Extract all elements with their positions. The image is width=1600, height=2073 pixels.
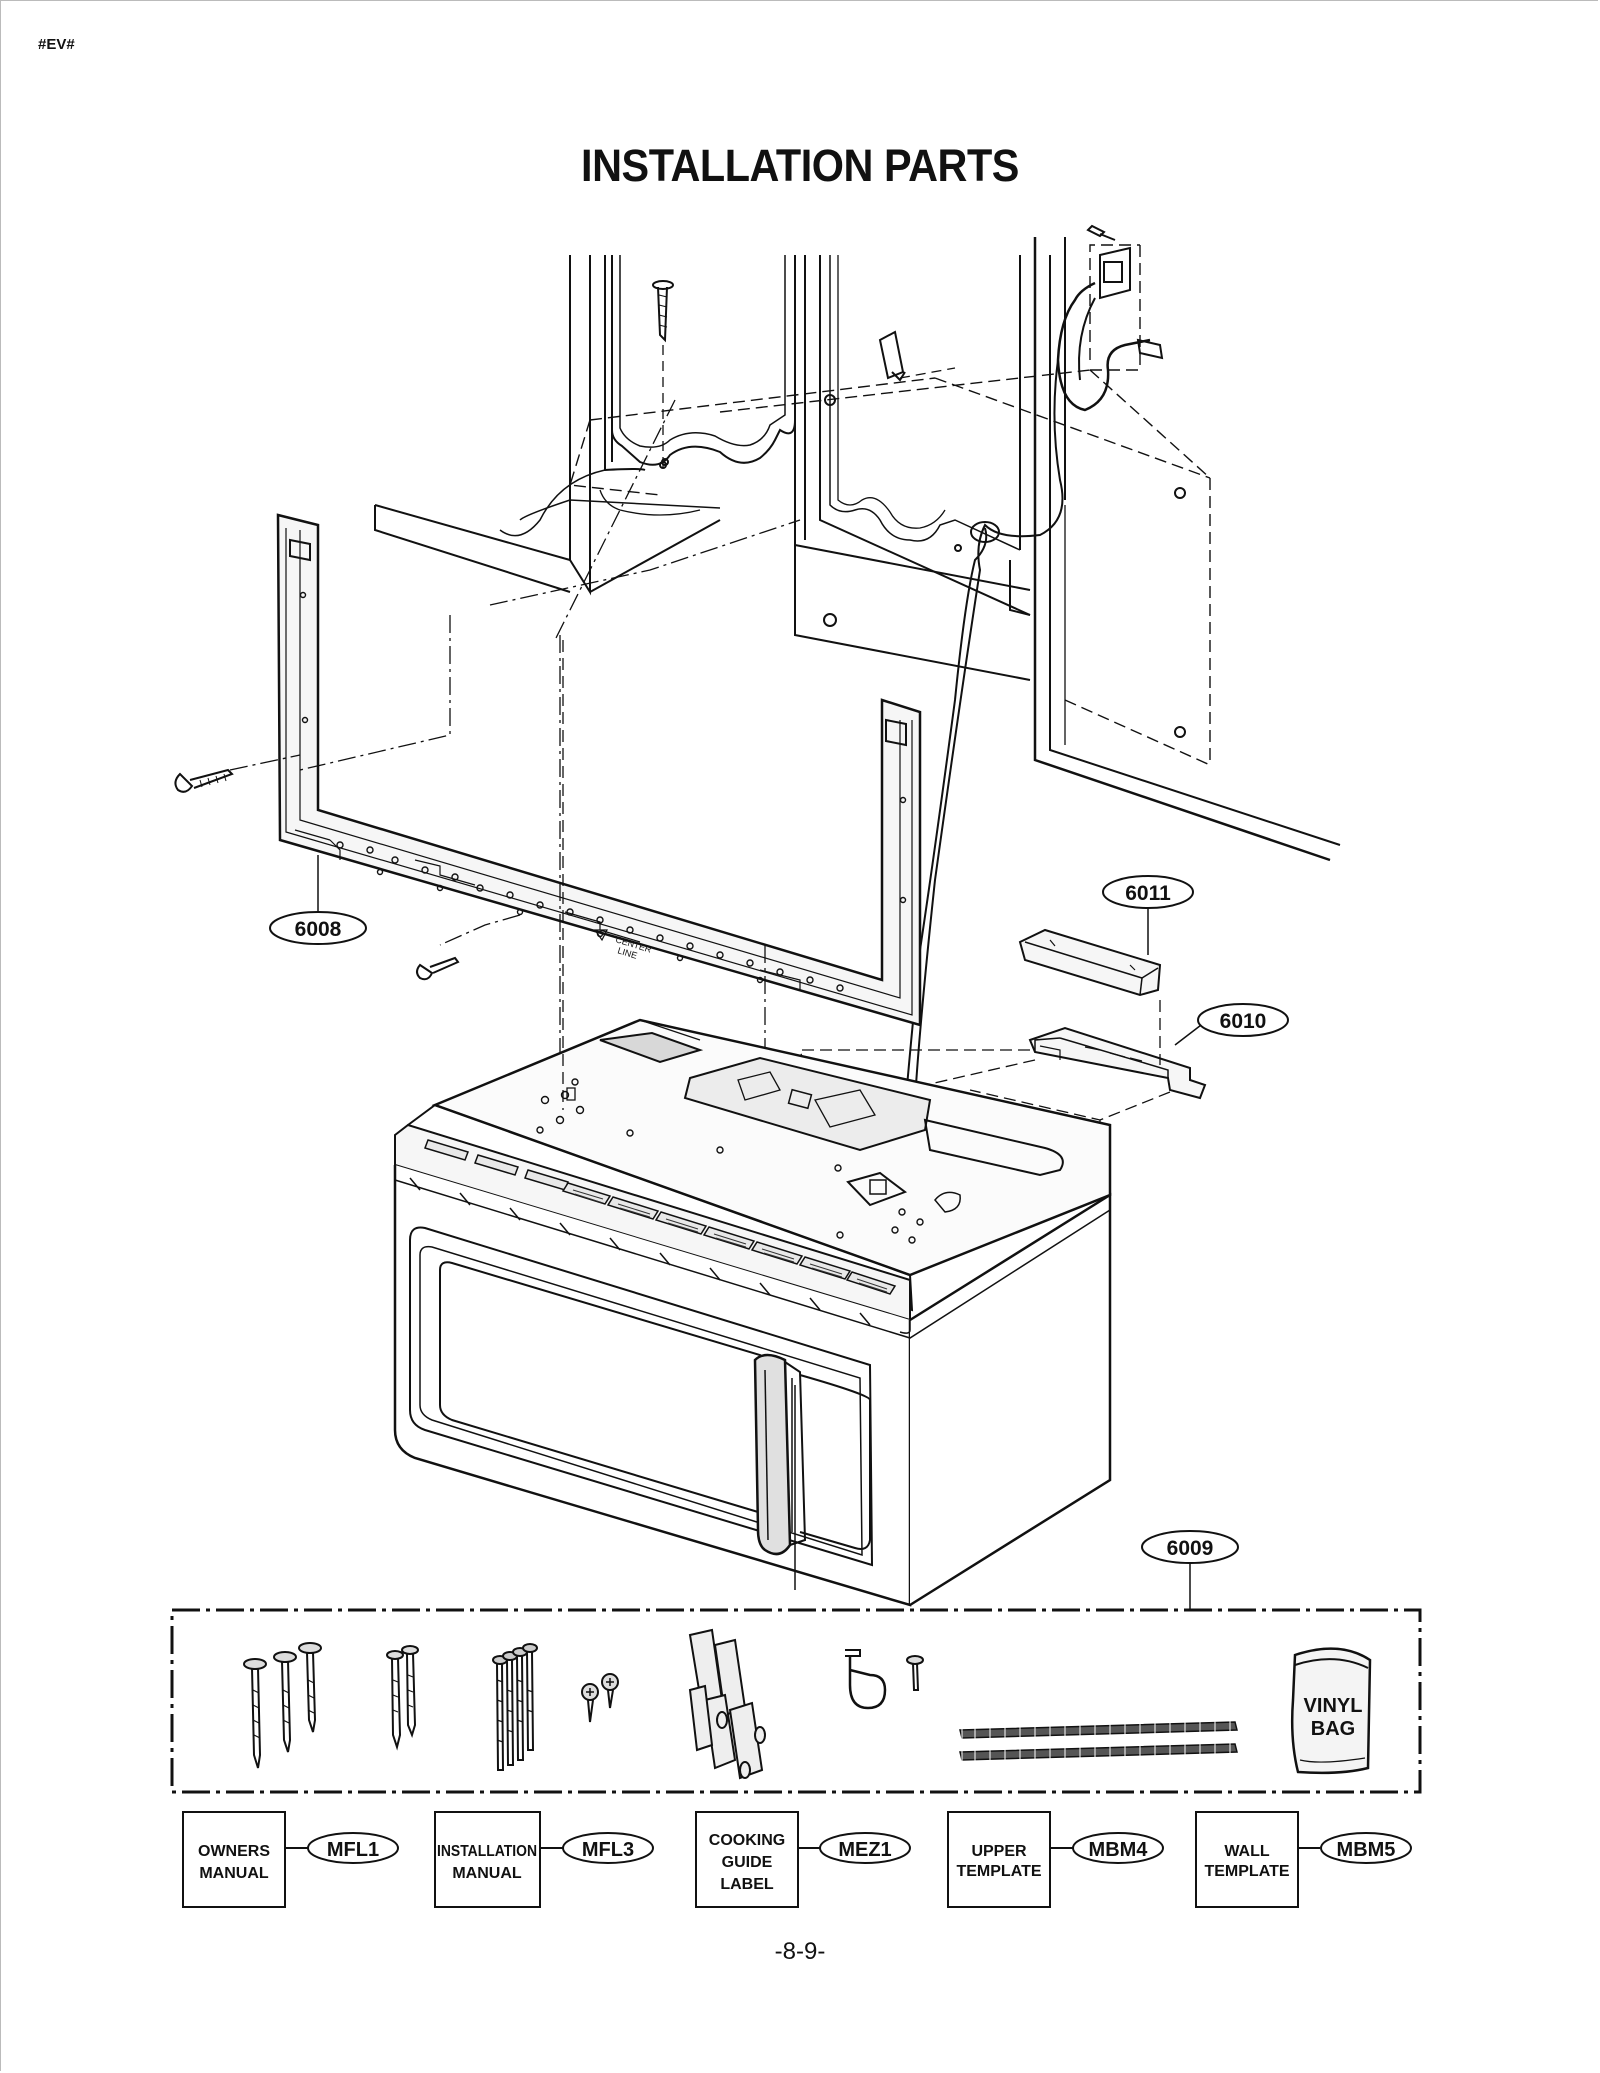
mounting-plate: CENTER LINE xyxy=(276,513,922,1027)
doc-code-mfl3: MFL3 xyxy=(582,1839,634,1861)
upper-cabinet xyxy=(374,237,1341,862)
vinyl-bag-icon: VINYL BAG xyxy=(1290,1647,1372,1775)
wood-screws-icon xyxy=(386,1645,419,1751)
wall-outlet-and-power-cord xyxy=(892,246,1164,1173)
doc-wall-template: WALL TEMPLATE MBM5 xyxy=(1195,1811,1412,1908)
svg-text:MANUAL: MANUAL xyxy=(199,1865,269,1882)
svg-text:INSTALLATION: INSTALLATION xyxy=(437,1843,537,1860)
svg-text:OWNERS: OWNERS xyxy=(198,1843,270,1860)
svg-text:LABEL: LABEL xyxy=(720,1876,774,1893)
svg-text:TEMPLATE: TEMPLATE xyxy=(1204,1863,1289,1880)
toggle-bolt xyxy=(878,330,956,382)
small-screws-icon xyxy=(581,1673,619,1723)
page-number: -8-9- xyxy=(774,1938,826,1965)
doc-owners-manual: OWNERS MANUAL MFL1 xyxy=(182,1811,399,1908)
cord-clamp-icon xyxy=(845,1649,924,1710)
damper xyxy=(1018,928,1162,997)
microwave-oven xyxy=(393,1018,1112,1607)
doc-cooking-guide-label: COOKING GUIDE LABEL MEZ1 xyxy=(695,1811,911,1908)
hardware-kit-box xyxy=(170,1608,1422,1794)
svg-text:MANUAL: MANUAL xyxy=(452,1865,522,1882)
doc-code-mez1: MEZ1 xyxy=(838,1839,891,1861)
doc-code-mfl1: MFL1 xyxy=(327,1839,379,1861)
callout-6008: 6008 xyxy=(269,855,367,945)
callout-6009: 6009 xyxy=(1141,1530,1239,1610)
cabinet-screw xyxy=(652,280,674,470)
plate-screw-bottom xyxy=(416,956,460,981)
svg-text:COOKING: COOKING xyxy=(709,1832,785,1849)
page-title: INSTALLATION PARTS xyxy=(581,140,1019,191)
callout-6011: 6011 xyxy=(1102,875,1194,955)
damper-housing xyxy=(1028,1026,1207,1100)
doc-code-mbm4: MBM4 xyxy=(1089,1839,1149,1861)
svg-text:WALL: WALL xyxy=(1224,1843,1270,1860)
doc-installation-manual: INSTALLATION MANUAL MFL3 xyxy=(434,1811,654,1908)
callout-6010: 6010 xyxy=(1174,1003,1289,1046)
header-tag: #EV# xyxy=(38,36,75,53)
svg-text:GUIDE: GUIDE xyxy=(722,1854,773,1871)
grommet-strips-icon xyxy=(959,1718,1238,1764)
svg-text:UPPER: UPPER xyxy=(971,1843,1027,1860)
svg-text:6008: 6008 xyxy=(295,918,342,941)
svg-text:6011: 6011 xyxy=(1125,882,1171,905)
svg-text:TEMPLATE: TEMPLATE xyxy=(956,1863,1041,1880)
vinyl-bag-label-line-1: VINYL xyxy=(1304,1695,1363,1717)
long-screws-icon xyxy=(243,1642,322,1769)
vinyl-bag-label-line-2: BAG xyxy=(1311,1718,1355,1740)
plate-screw-left xyxy=(174,768,234,793)
doc-code-mbm5: MBM5 xyxy=(1337,1839,1396,1861)
doc-upper-template: UPPER TEMPLATE MBM4 xyxy=(947,1811,1164,1908)
svg-text:6009: 6009 xyxy=(1167,1537,1214,1560)
outlet-screw xyxy=(1086,224,1116,241)
toggle-bolts-icon xyxy=(492,1643,538,1771)
toggle-wings-icon xyxy=(688,1628,766,1780)
svg-text:6010: 6010 xyxy=(1220,1010,1267,1033)
